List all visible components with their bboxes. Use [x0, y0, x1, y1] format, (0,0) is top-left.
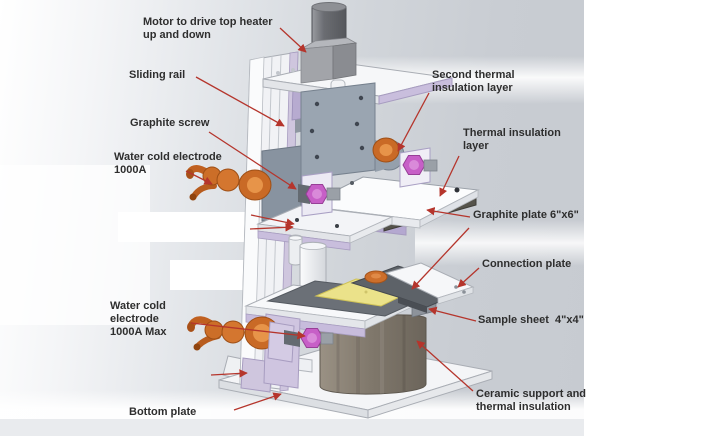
leader-line — [210, 369, 248, 378]
leader-line — [416, 340, 474, 392]
leader-line — [439, 155, 460, 197]
leader-line — [411, 227, 470, 290]
label-thermal-insulation: Thermal insulation layer — [463, 127, 561, 152]
motor — [300, 2, 358, 84]
leader-line — [457, 267, 480, 288]
leader-line — [233, 392, 282, 411]
leader-line — [250, 214, 295, 227]
label-second-thermal: Second thermal insulation layer — [432, 69, 515, 94]
leader-line — [279, 27, 307, 53]
label-motor: Motor to drive top heater up and down — [143, 16, 273, 41]
leader-line — [428, 306, 477, 322]
label-sliding-rail: Sliding rail — [129, 69, 186, 81]
label-water-cold-electrode-max: Water cold electrode 1000A Max — [110, 300, 167, 338]
label-bottom-plate: Bottom plate — [129, 406, 197, 418]
leader-line — [397, 92, 430, 152]
leader-line — [426, 207, 471, 218]
label-ceramic-support: Ceramic support and thermal insulation — [476, 388, 587, 413]
label-water-cold-electrode: Water cold electrode 1000A — [114, 151, 222, 176]
leader-lines — [185, 27, 480, 411]
leader-line — [208, 131, 297, 190]
label-sample-sheet: Sample sheet 4"x4" — [478, 314, 584, 326]
leader-line — [185, 170, 213, 185]
leader-line — [190, 322, 306, 340]
mid-shelf — [256, 205, 394, 251]
label-graphite-plate: Graphite plate 6"x6" — [473, 209, 579, 221]
photo-bottom-strip — [0, 419, 584, 436]
label-connection-plate: Connection plate — [482, 258, 572, 270]
water-cold-electrode-upper — [186, 165, 341, 217]
leader-line — [195, 76, 285, 127]
erased-label-patch — [118, 212, 255, 242]
leader-line — [249, 223, 294, 232]
label-graphite-screw: Graphite screw — [130, 117, 210, 129]
